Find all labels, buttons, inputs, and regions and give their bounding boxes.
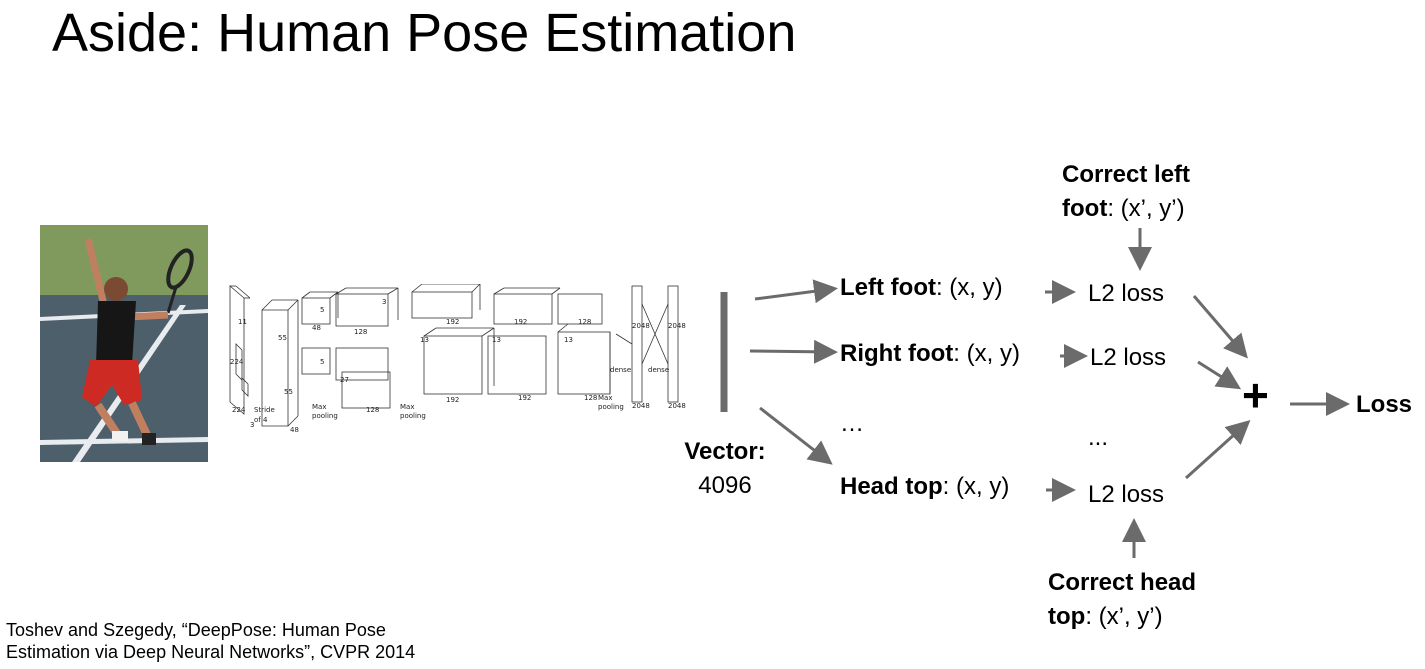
conv3-size: 27 <box>340 376 349 384</box>
conv3-volume: 128 128 27 3 Max pooling <box>335 287 426 420</box>
arrow-to-right-foot <box>749 339 838 364</box>
total-loss-label: Loss <box>1356 391 1413 418</box>
pool3-label-b: pooling <box>598 403 624 411</box>
dense2-size: 2048 <box>668 322 686 330</box>
pool1-label: Max <box>312 403 326 411</box>
pool2-label: Max <box>400 403 414 411</box>
output-right-foot: Right foot: (x, y) <box>840 340 1020 368</box>
l2-loss-head-top: L2 loss <box>1088 481 1165 508</box>
conv5-channels: 192 <box>514 318 527 326</box>
tennis-player-photo <box>40 225 208 462</box>
pool3-label: Max <box>598 394 612 402</box>
conv2-kernel-b: 5 <box>320 358 324 366</box>
conv6-volume: 128 128 13 Max pooling <box>557 293 624 411</box>
conv5-size: 13 <box>492 336 501 344</box>
target-coords: : (x’, y’) <box>1085 603 1163 630</box>
output-left-foot: Left foot: (x, y) <box>840 274 1003 302</box>
citation-line2: Estimation via Deep Neural Networks”, CV… <box>6 642 416 662</box>
input-volume: 224 224 3 11 Stride of 4 <box>229 285 275 429</box>
conv2-kernel: 5 <box>320 306 324 314</box>
conv2-volume: 48 5 5 Max pooling <box>301 291 339 420</box>
sum-symbol: + <box>1242 369 1269 421</box>
arrow-loss4-to-sum <box>1184 419 1251 480</box>
conv1-size-b: 55 <box>284 388 293 396</box>
l2-loss-left-foot: L2 loss <box>1088 280 1165 307</box>
target-left-foot: Correct left foot: (x’, y’) <box>1062 158 1190 226</box>
l2-loss-ellipsis: ... <box>1088 424 1109 451</box>
conv3-channels-b: 128 <box>366 406 379 414</box>
dense1-size-b: 2048 <box>632 402 650 410</box>
cnn-architecture-figure: 224 224 3 11 Stride of 4 55 55 48 48 5 5 <box>228 283 688 434</box>
vector-title: Vector: <box>684 438 766 465</box>
conv5-channels-b: 192 <box>518 394 531 402</box>
conv4-size: 13 <box>420 336 429 344</box>
arrow-loss1-to-sum <box>1192 295 1248 359</box>
citation: Toshev and Szegedy, “DeepPose: Human Pos… <box>6 619 415 663</box>
citation-line1: Toshev and Szegedy, “DeepPose: Human Pos… <box>6 620 386 640</box>
conv4-volume: 192 192 13 <box>411 283 495 404</box>
target-name-line2: foot <box>1062 195 1108 222</box>
dense2-size-b: 2048 <box>668 402 686 410</box>
output-coords: : (x, y) <box>935 274 1003 301</box>
vector-size: 4096 <box>698 472 752 499</box>
dense1-size: 2048 <box>632 322 650 330</box>
output-name: Head top <box>840 473 943 500</box>
conv3-kernel: 3 <box>382 298 386 306</box>
output-head-top: Head top: (x, y) <box>840 473 1009 501</box>
conv6-size: 13 <box>564 336 573 344</box>
conv1-size-a: 55 <box>278 334 287 342</box>
output-coords: : (x, y) <box>942 473 1010 500</box>
slide-title: Aside: Human Pose Estimation <box>52 3 797 63</box>
dense-layers: 2048 2048 dense dense 2048 2048 <box>610 285 686 410</box>
target-coords: : (x’, y’) <box>1107 195 1185 222</box>
conv4-channels-b: 192 <box>446 396 459 404</box>
l2-loss-right-foot: L2 loss <box>1090 344 1167 371</box>
conv4-channels: 192 <box>446 318 459 326</box>
conv6-channels-b: 128 <box>584 394 597 402</box>
output-name: Right foot <box>840 340 954 367</box>
input-channels-label: 3 <box>250 421 254 429</box>
target-name-line2: top <box>1048 603 1086 630</box>
conv6-channels: 128 <box>578 318 591 326</box>
conv1-volume: 55 55 48 <box>261 299 299 434</box>
output-coords: : (x, y) <box>953 340 1020 367</box>
target-head-top: Correct head top: (x’, y’) <box>1048 566 1196 634</box>
dense2-label: dense <box>648 366 669 374</box>
vector-label: Vector: 4096 <box>672 438 778 500</box>
conv5-volume: 192 192 13 <box>487 287 561 402</box>
arrow-to-left-foot <box>754 279 838 304</box>
output-ellipsis: … <box>840 410 864 437</box>
arrow-loss2-to-sum <box>1197 360 1242 390</box>
conv2-channels: 48 <box>312 324 321 332</box>
target-name-line1: Correct left <box>1062 161 1191 188</box>
output-name: Left foot <box>840 274 936 301</box>
stride-label: Stride <box>254 406 275 414</box>
dense1-label: dense <box>610 366 631 374</box>
conv3-channels: 128 <box>354 328 367 336</box>
input-size-label-b: 224 <box>232 406 246 414</box>
target-name-line1: Correct head <box>1048 569 1197 596</box>
conv1-channels: 48 <box>290 426 299 434</box>
pool1-label-b: pooling <box>312 412 338 420</box>
kernel-label: 11 <box>238 318 247 326</box>
input-size-label: 224 <box>230 358 244 366</box>
pool2-label-b: pooling <box>400 412 426 420</box>
stride-of-label: of 4 <box>254 416 268 424</box>
